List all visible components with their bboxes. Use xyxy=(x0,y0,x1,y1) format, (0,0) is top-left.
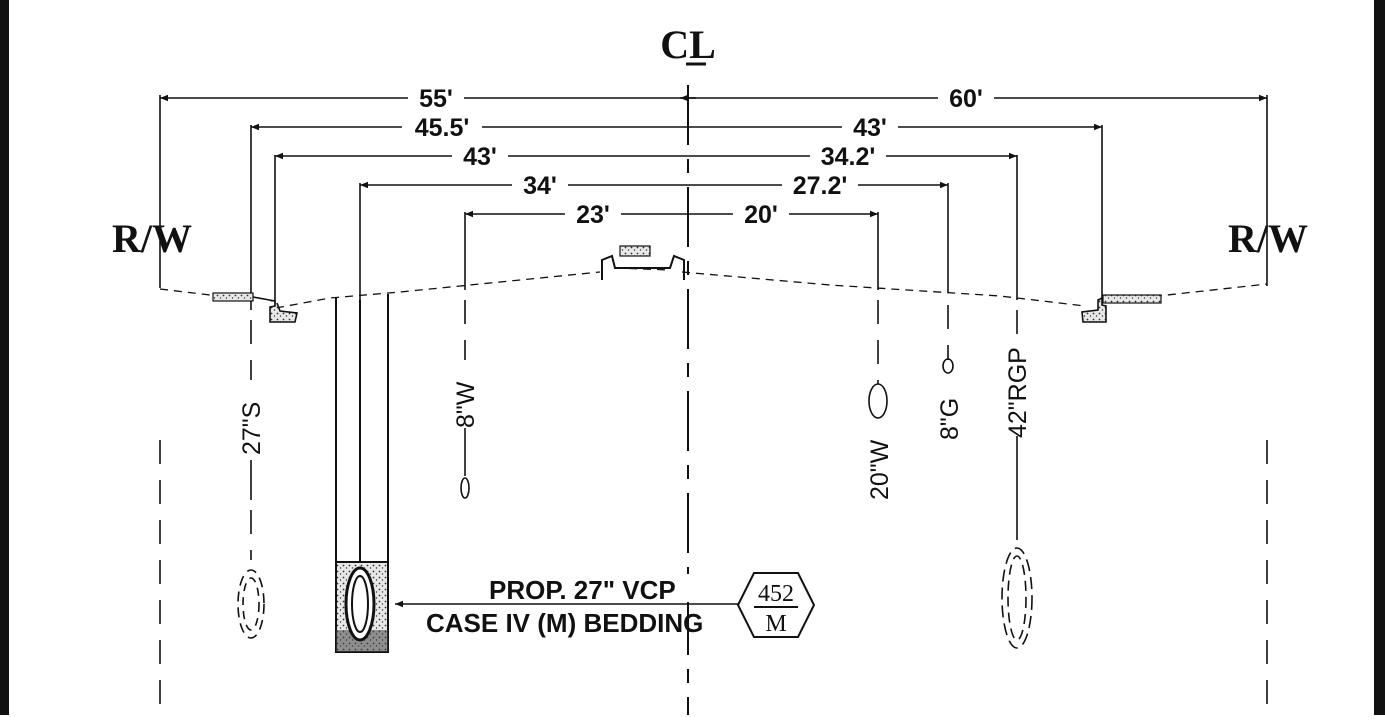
curb-left xyxy=(212,292,298,323)
right-of-way-left: R/W xyxy=(112,95,192,715)
dim-right-20: 20' xyxy=(744,201,778,229)
utility-water-8: 8"W xyxy=(452,300,480,499)
dimension-lines xyxy=(160,94,1267,218)
detail-tag-sheet: M xyxy=(765,611,786,637)
right-of-way-right: R/W xyxy=(1228,95,1308,715)
dimension-labels: 55' 60' 45.5' 43' 43' 34.2' 34' 27.2' 23… xyxy=(402,84,994,229)
utility-water-20: 20"W xyxy=(866,300,894,500)
label-20-water: 20"W xyxy=(866,439,894,500)
trench xyxy=(335,294,389,653)
dim-left-23: 23' xyxy=(576,201,610,229)
proposed-pipe-callout: PROP. 27" VCP CASE IV (M) BEDDING xyxy=(395,574,741,638)
median-island xyxy=(601,245,685,280)
dim-right-27-2: 27.2' xyxy=(793,172,848,200)
detail-tag: 452 M xyxy=(736,572,816,638)
curb-right xyxy=(1081,294,1162,323)
label-27-sewer: 27"S xyxy=(238,402,266,455)
utility-sewer-27: 27"S xyxy=(237,320,266,639)
proposed-pipe-icon xyxy=(344,566,376,642)
dim-left-55: 55' xyxy=(419,85,453,113)
utility-rgp-42: 42"RGP xyxy=(1001,310,1033,649)
centerline: CL xyxy=(660,22,716,715)
label-8-water: 8"W xyxy=(452,381,480,428)
utility-gas-8: 8"G xyxy=(936,305,964,440)
dim-left-45-5: 45.5' xyxy=(415,114,470,142)
label-42-rgp: 42"RGP xyxy=(1004,347,1032,438)
dim-right-43: 43' xyxy=(853,114,887,142)
callout-line-1: PROP. 27" VCP xyxy=(489,575,676,605)
dim-left-43: 43' xyxy=(463,143,497,171)
dim-right-34-2: 34.2' xyxy=(821,143,876,171)
detail-tag-number: 452 xyxy=(758,581,794,607)
rw-right-label: R/W xyxy=(1228,216,1308,261)
extension-lines xyxy=(250,125,1103,310)
centerline-label: CL xyxy=(660,22,716,67)
dim-right-60: 60' xyxy=(949,85,983,113)
rw-left-label: R/W xyxy=(112,216,192,261)
callout-line-2: CASE IV (M) BEDDING xyxy=(426,608,703,638)
dim-left-34: 34' xyxy=(523,172,557,200)
label-8-gas: 8"G xyxy=(936,398,964,440)
